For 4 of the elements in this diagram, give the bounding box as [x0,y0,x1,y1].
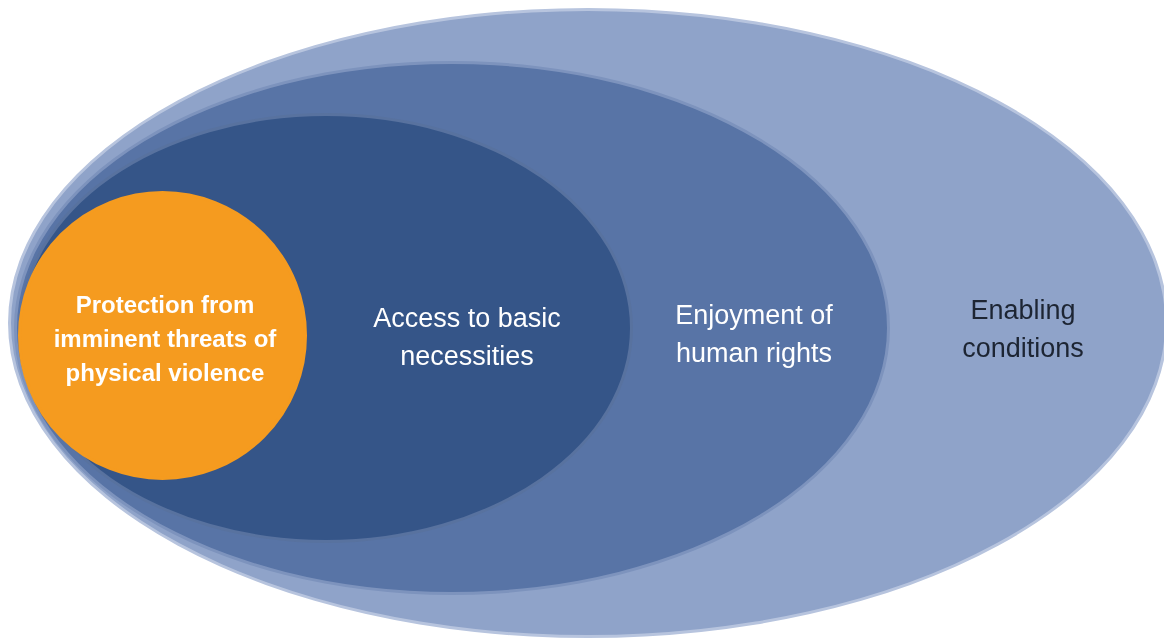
node-label: Enabling conditions [961,293,1085,365]
node-label: Protection from imminent threats of physical violence [52,289,278,389]
node-label: Access to basic necessities [372,301,562,373]
node-label: Enjoyment of human rights [674,298,834,370]
